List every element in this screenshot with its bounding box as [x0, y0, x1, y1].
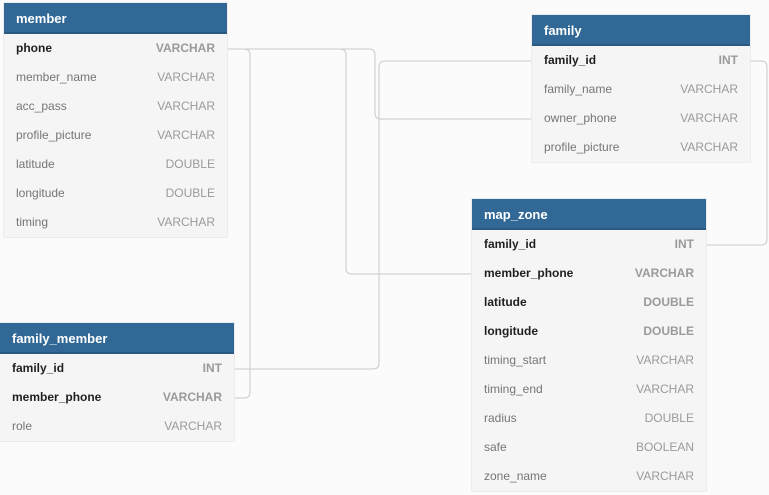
relation-member-phone-family-owner-phone: [227, 48, 532, 120]
column-map-zone-timing-end[interactable]: timing_end VARCHAR: [472, 375, 706, 404]
column-family-member-family-id[interactable]: family_id INT: [0, 354, 234, 383]
column-type: VARCHAR: [680, 82, 738, 96]
relation-member-phone-map-zone-member-phone: [227, 48, 472, 275]
table-family[interactable]: family family_id INT family_name VARCHAR…: [532, 15, 750, 162]
column-family-family-name[interactable]: family_name VARCHAR: [532, 75, 750, 104]
column-member-latitude[interactable]: latitude DOUBLE: [4, 150, 227, 179]
column-map-zone-longitude[interactable]: longitude DOUBLE: [472, 317, 706, 346]
column-name: family_id: [544, 53, 597, 67]
table-family-member[interactable]: family_member family_id INT member_phone…: [0, 323, 234, 441]
column-member-longitude[interactable]: longitude DOUBLE: [4, 179, 227, 208]
column-family-owner-phone[interactable]: owner_phone VARCHAR: [532, 104, 750, 133]
column-type: VARCHAR: [636, 353, 694, 367]
column-member-acc-pass[interactable]: acc_pass VARCHAR: [4, 92, 227, 121]
table-member-title[interactable]: member: [4, 3, 227, 34]
column-name: longitude: [16, 186, 65, 200]
column-name: member_name: [16, 70, 97, 84]
column-member-profile-picture[interactable]: profile_picture VARCHAR: [4, 121, 227, 150]
column-type: VARCHAR: [680, 111, 738, 125]
column-type: VARCHAR: [157, 70, 215, 84]
column-type: DOUBLE: [643, 324, 694, 338]
column-type: VARCHAR: [162, 390, 222, 404]
column-name: family_name: [544, 82, 613, 96]
column-member-member-name[interactable]: member_name VARCHAR: [4, 63, 227, 92]
table-member[interactable]: member phone VARCHAR member_name VARCHAR…: [4, 3, 227, 237]
column-name: radius: [484, 411, 517, 425]
column-name: phone: [16, 41, 52, 55]
column-type: DOUBLE: [644, 411, 694, 425]
column-name: member_phone: [484, 266, 574, 280]
column-name: timing_end: [484, 382, 543, 396]
column-name: acc_pass: [16, 99, 67, 113]
column-name: latitude: [484, 295, 527, 309]
column-map-zone-radius[interactable]: radius DOUBLE: [472, 404, 706, 433]
column-name: longitude: [484, 324, 538, 338]
column-family-family-id[interactable]: family_id INT: [532, 46, 750, 75]
column-map-zone-member-phone[interactable]: member_phone VARCHAR: [472, 259, 706, 288]
column-type: VARCHAR: [155, 41, 215, 55]
column-type: BOOLEAN: [635, 440, 694, 454]
column-map-zone-zone-name[interactable]: zone_name VARCHAR: [472, 462, 706, 491]
column-name: zone_name: [484, 469, 547, 483]
column-type: DOUBLE: [165, 186, 215, 200]
column-type: VARCHAR: [157, 128, 215, 142]
column-type: VARCHAR: [636, 382, 694, 396]
table-family-title[interactable]: family: [532, 15, 750, 46]
column-name: role: [12, 419, 33, 433]
column-map-zone-safe[interactable]: safe BOOLEAN: [472, 433, 706, 462]
column-name: member_phone: [12, 390, 102, 404]
column-family-member-role[interactable]: role VARCHAR: [0, 412, 234, 441]
table-family-member-title[interactable]: family_member: [0, 323, 234, 354]
column-name: family_id: [484, 237, 537, 251]
column-member-timing[interactable]: timing VARCHAR: [4, 208, 227, 237]
column-name: owner_phone: [544, 111, 617, 125]
column-map-zone-latitude[interactable]: latitude DOUBLE: [472, 288, 706, 317]
column-member-phone[interactable]: phone VARCHAR: [4, 34, 227, 63]
column-type: DOUBLE: [165, 157, 215, 171]
column-type: VARCHAR: [680, 140, 738, 154]
column-type: DOUBLE: [643, 295, 694, 309]
column-type: VARCHAR: [157, 215, 215, 229]
column-type: INT: [674, 237, 694, 251]
column-name: profile_picture: [16, 128, 92, 142]
column-name: latitude: [16, 157, 55, 171]
column-family-profile-picture[interactable]: profile_picture VARCHAR: [532, 133, 750, 162]
column-name: safe: [484, 440, 507, 454]
column-type: VARCHAR: [636, 469, 694, 483]
table-map-zone-title[interactable]: map_zone: [472, 199, 706, 230]
column-type: INT: [202, 361, 222, 375]
column-type: VARCHAR: [157, 99, 215, 113]
table-map-zone[interactable]: map_zone family_id INT member_phone VARC…: [472, 199, 706, 491]
column-family-member-member-phone[interactable]: member_phone VARCHAR: [0, 383, 234, 412]
column-type: INT: [718, 53, 738, 67]
column-map-zone-timing-start[interactable]: timing_start VARCHAR: [472, 346, 706, 375]
column-type: VARCHAR: [164, 419, 222, 433]
column-type: VARCHAR: [634, 266, 694, 280]
column-name: family_id: [12, 361, 65, 375]
column-name: timing: [16, 215, 49, 229]
column-name: profile_picture: [544, 140, 620, 154]
column-name: timing_start: [484, 353, 547, 367]
column-map-zone-family-id[interactable]: family_id INT: [472, 230, 706, 259]
